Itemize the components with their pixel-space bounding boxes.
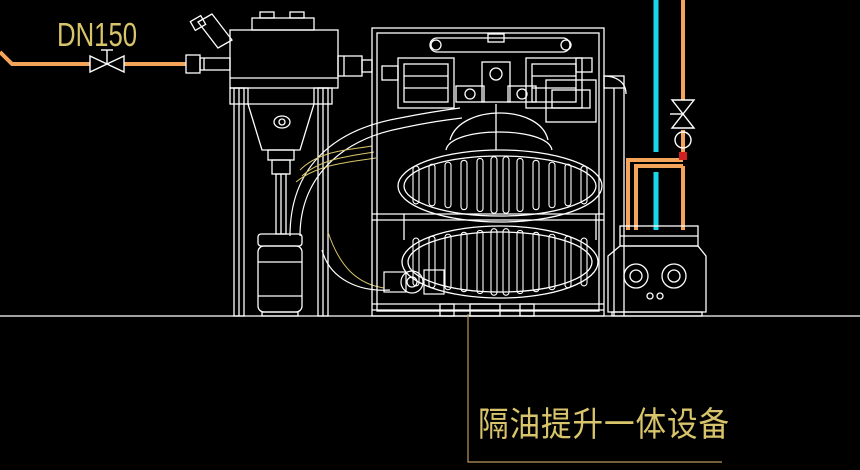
riser-valve-icon: [670, 99, 696, 149]
tank-rib: [490, 228, 498, 296]
tank-rib: [412, 165, 420, 205]
tank-rib: [532, 159, 540, 211]
drain-pump-icon: [383, 269, 445, 295]
tank-rib: [428, 163, 436, 207]
tank-rib: [460, 159, 468, 211]
grease-separator: [185, 11, 373, 317]
tank-rib: [516, 157, 524, 213]
tank-rib: [412, 237, 420, 287]
control-cabinet: [607, 225, 707, 317]
lifting-station: [371, 27, 605, 317]
flexible-hose: [289, 107, 463, 291]
tank-rib: [476, 157, 484, 213]
tank-rib: [476, 229, 484, 295]
tank-rib: [532, 231, 540, 293]
tank-rib: [428, 235, 436, 289]
tank-rib: [502, 156, 510, 214]
pipe-size-label: DN150: [57, 16, 138, 53]
tank-rib: [548, 233, 556, 291]
tank-rib: [564, 163, 572, 207]
inlet-valve-icon: [89, 49, 125, 74]
riser-pipe: [603, 75, 627, 316]
tank-rib: [580, 237, 588, 287]
orange-riser: [626, 0, 685, 230]
inlet-pipe: [0, 50, 186, 66]
tank-rib: [564, 235, 572, 289]
sensor-cable: [295, 145, 385, 289]
tank-rib: [548, 161, 556, 209]
tank-rib: [444, 161, 452, 209]
tank-ribs: [412, 156, 588, 296]
tank-rib: [580, 165, 588, 205]
leader-line: [467, 314, 722, 463]
check-valve-icon: [679, 152, 687, 160]
tank-rib: [444, 233, 452, 291]
tank-rib: [490, 156, 498, 214]
tank-rib: [516, 229, 524, 295]
tank-rib: [502, 228, 510, 296]
equipment-name-label: 隔油提升一体设备: [478, 405, 730, 445]
tank-rib: [460, 231, 468, 293]
